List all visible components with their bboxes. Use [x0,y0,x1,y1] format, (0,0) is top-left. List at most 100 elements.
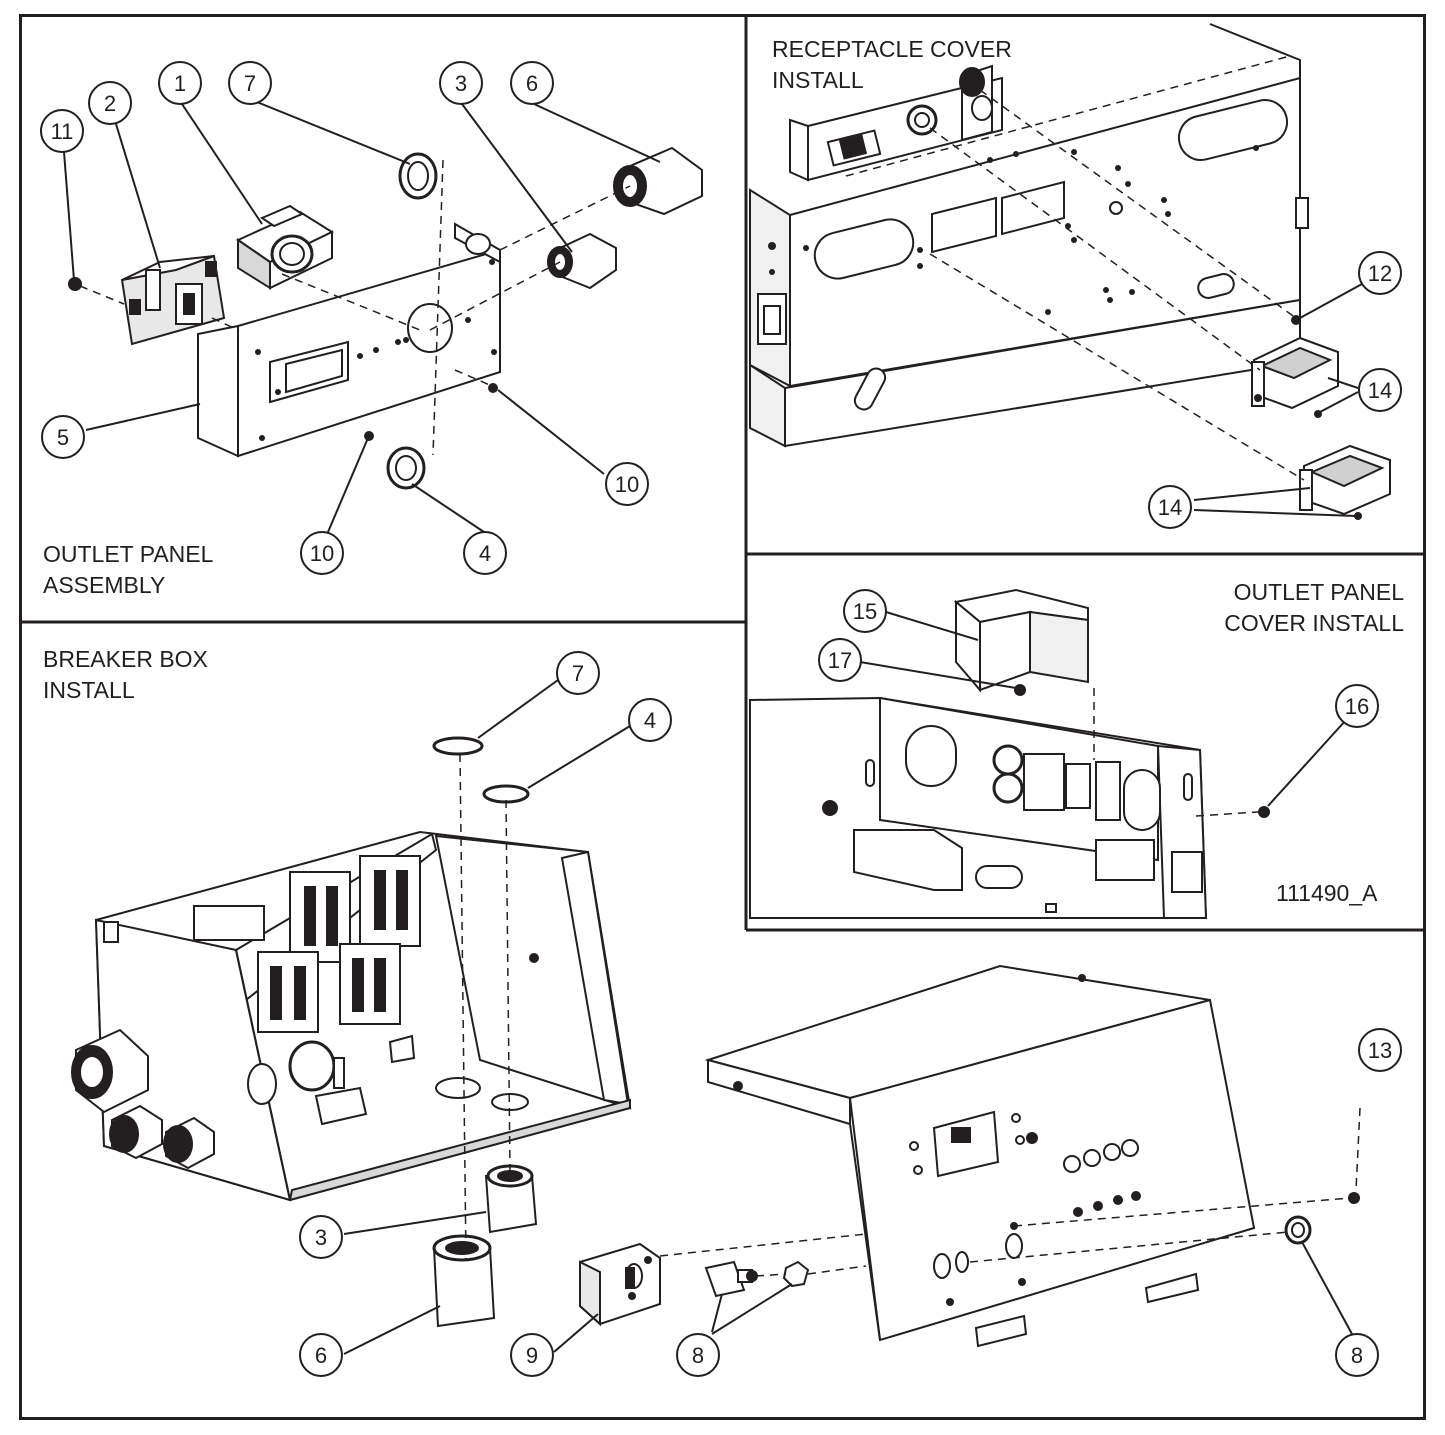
cover-housing-receptacles [992,744,1121,821]
housing-oval-cutout-left [813,218,915,280]
panel-dividers [20,15,1425,932]
screw-14-upper [1314,410,1322,418]
control-cover [704,964,1256,1348]
svg-text:17: 17 [828,648,852,673]
callout-opa-11: 11 [40,109,84,153]
cord-grip-3 [547,232,617,290]
svg-text:9: 9 [526,1343,538,1368]
receptacle-cover-plate [789,64,1003,182]
svg-text:3: 3 [315,1225,327,1250]
callout-rci-14-lower: 14 [1148,485,1192,529]
housing-center-hole [1109,201,1123,215]
housing-side-window-inner [763,305,781,335]
callout-opa-10-right: 10 [605,462,649,506]
svg-text:5: 5 [57,425,69,450]
housing-top-edge [1209,23,1301,78]
receptacle-duplex [120,254,226,346]
svg-text:1: 1 [174,71,186,96]
svg-text:6: 6 [526,71,538,96]
panel-flange-hole [465,233,491,255]
panel-face [237,248,501,458]
svg-text:8: 8 [1351,1343,1363,1368]
title-line-2: COVER INSTALL [1224,610,1404,636]
cover-housing-small-slot [1045,903,1057,913]
receptacle-locking [235,204,335,290]
callout-opci-15: 15 [843,589,887,633]
callout-opa-5: 5 [41,415,85,459]
breaker-box-bolt [388,1034,416,1064]
svg-text:7: 7 [572,661,584,686]
outlet-panel-cover-install-drawing [749,588,1270,919]
callout-opci-16: 16 [1335,684,1379,728]
svg-text:16: 16 [1345,694,1369,719]
callout-bbi-8-right: 8 [1335,1333,1379,1377]
callout-opa-6: 6 [510,61,554,105]
cover-housing-bracket-right [1095,839,1155,881]
title-line-2: INSTALL [772,67,864,93]
housing-slot-lower [1197,273,1235,299]
callout-bbi-3: 3 [299,1215,343,1259]
screw-17 [1014,684,1026,696]
callout-bbi-6: 6 [299,1333,343,1377]
cover-housing-oval-right [1123,769,1161,831]
breaker-box-hole [529,953,539,963]
cover-right-side [1029,610,1089,684]
callout-bbi-4: 4 [628,698,672,742]
weatherproof-cover-lower [1299,444,1391,516]
callout-opci-17: 17 [818,638,862,682]
breaker-box-tab [103,921,119,943]
screw-13 [1348,1192,1360,1204]
callout-opa-4: 4 [463,531,507,575]
svg-text:14: 14 [1368,378,1392,403]
outer-border [19,14,1426,1420]
cover-housing-slot [865,759,875,787]
screw-16 [1258,806,1270,818]
title-line-1: OUTLET PANEL [43,541,214,567]
panel-round-hole [407,303,453,353]
title-breaker-box-install: BREAKER BOX INSTALL [43,644,208,706]
grommet-8 [1284,1215,1312,1245]
breaker-box-knockout-2 [491,1093,529,1111]
cover-housing-slot-right [1183,773,1193,801]
breaker-modules [193,855,421,1033]
callout-opa-2: 2 [88,81,132,125]
cord-grip-6 [613,146,703,216]
svg-text:10: 10 [615,472,639,497]
assembly-lines-opa [79,159,631,456]
cover-face [979,610,1031,692]
title-line-1: OUTLET PANEL [1233,579,1404,605]
cover-housing-oval-left [905,725,957,787]
callout-bbi-8-left: 8 [676,1333,720,1377]
callout-bubbles: 1 2 11 7 3 6 5 10 10 4 12 14 14 15 17 16… [40,61,1402,1377]
title-receptacle-cover-install: RECEPTACLE COVER INSTALL [772,34,1012,96]
screw-10-right [488,383,498,393]
callout-bbi-7: 7 [556,651,600,695]
locknut-4 [386,446,426,490]
screw-10-left [364,431,374,441]
svg-text:8: 8 [692,1343,704,1368]
svg-text:6: 6 [315,1343,327,1368]
breaker-box-knockout-1 [435,1077,481,1099]
housing-oval-cutout-right [1177,99,1289,161]
svg-text:14: 14 [1158,495,1182,520]
panel-screw-holes [255,259,497,441]
title-outlet-panel-assembly: OUTLET PANEL ASSEMBLY [43,539,213,601]
breaker-box-fitting-stem [333,1057,345,1089]
svg-text:15: 15 [853,599,877,624]
housing-left-side [749,188,791,388]
cover-housing-window [1171,851,1203,893]
title-outlet-panel-cover-install: OUTLET PANEL COVER INSTALL [1224,577,1404,639]
svg-text:4: 4 [644,708,656,733]
toggle-switch-nut [782,1260,810,1288]
housing-lower-left [749,363,786,448]
outlet-panel-assembly-drawing [68,146,703,490]
callout-rci-12: 12 [1358,251,1402,295]
title-line-1: RECEPTACLE COVER [772,36,1012,62]
receptacle-cover-install-drawing [749,23,1391,520]
breaker-box-fitting-ring [288,1040,336,1092]
housing-rect-cutout-2 [1001,180,1065,236]
callout-opa-1: 1 [158,61,202,105]
leader-lines [63,99,1363,1355]
assembly-lines-bbi [459,753,1361,1277]
